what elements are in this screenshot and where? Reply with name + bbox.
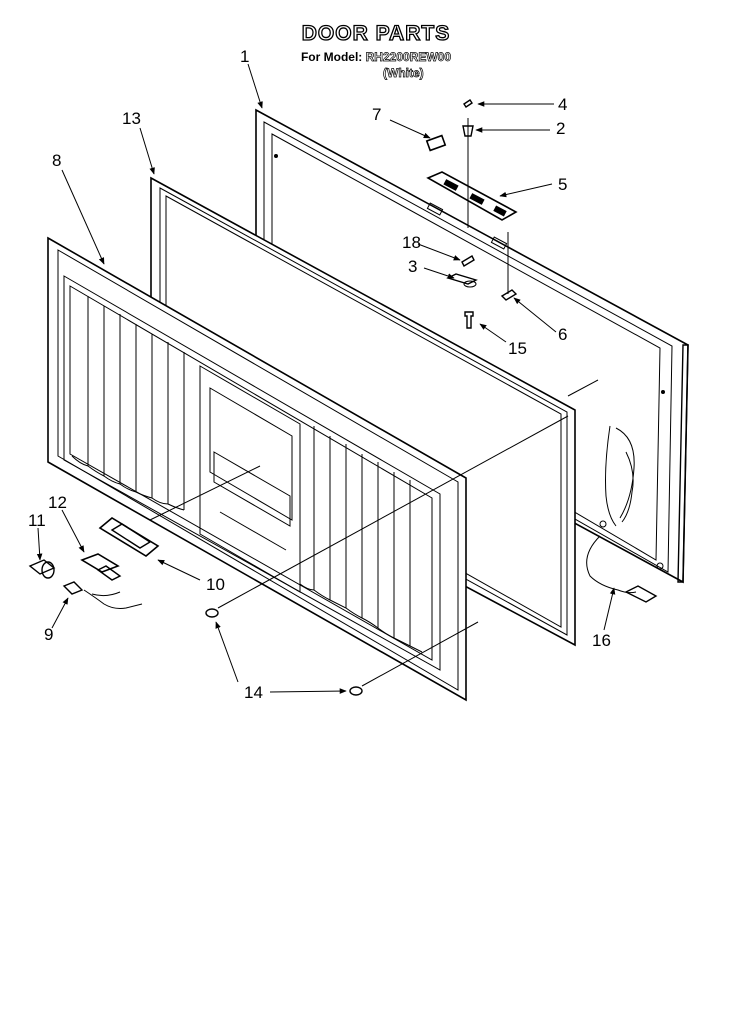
- callout-8: 8: [52, 151, 61, 170]
- callout-3: 3: [408, 257, 417, 276]
- callout-13: 13: [122, 109, 141, 128]
- callout-labels: 1 2 3 4 5 6 7 8 9 10 11 12 13 14 15 16 1…: [28, 47, 611, 702]
- inner-door-liner: [47, 236, 467, 702]
- model-line: For Model: RH2200REW00: [0, 50, 752, 65]
- callout-2: 2: [556, 119, 565, 138]
- callout-5: 5: [558, 175, 567, 194]
- callout-9: 9: [44, 625, 53, 644]
- callout-18: 18: [402, 233, 421, 252]
- wiring-harness: [586, 425, 658, 603]
- door-plugs: [205, 608, 363, 696]
- callout-6: 6: [558, 325, 567, 344]
- callout-12: 12: [48, 493, 67, 512]
- callout-16: 16: [592, 631, 611, 650]
- callout-leaders: [36, 63, 616, 694]
- hinge-assembly: [425, 99, 518, 329]
- callout-11: 11: [28, 511, 46, 530]
- callout-4: 4: [558, 95, 567, 114]
- light-assembly: [28, 517, 160, 609]
- callout-15: 15: [508, 339, 527, 358]
- callout-14: 14: [244, 683, 263, 702]
- callout-1: 1: [240, 47, 249, 66]
- color-label: (White): [383, 66, 424, 81]
- alignment-lines: [149, 379, 599, 687]
- diagram-title: DOOR PARTS: [301, 21, 451, 45]
- model-number: RH2200REW00: [365, 50, 452, 65]
- callout-10: 10: [206, 575, 225, 594]
- model-prefix: For Model:: [300, 50, 363, 64]
- callout-7: 7: [372, 105, 381, 124]
